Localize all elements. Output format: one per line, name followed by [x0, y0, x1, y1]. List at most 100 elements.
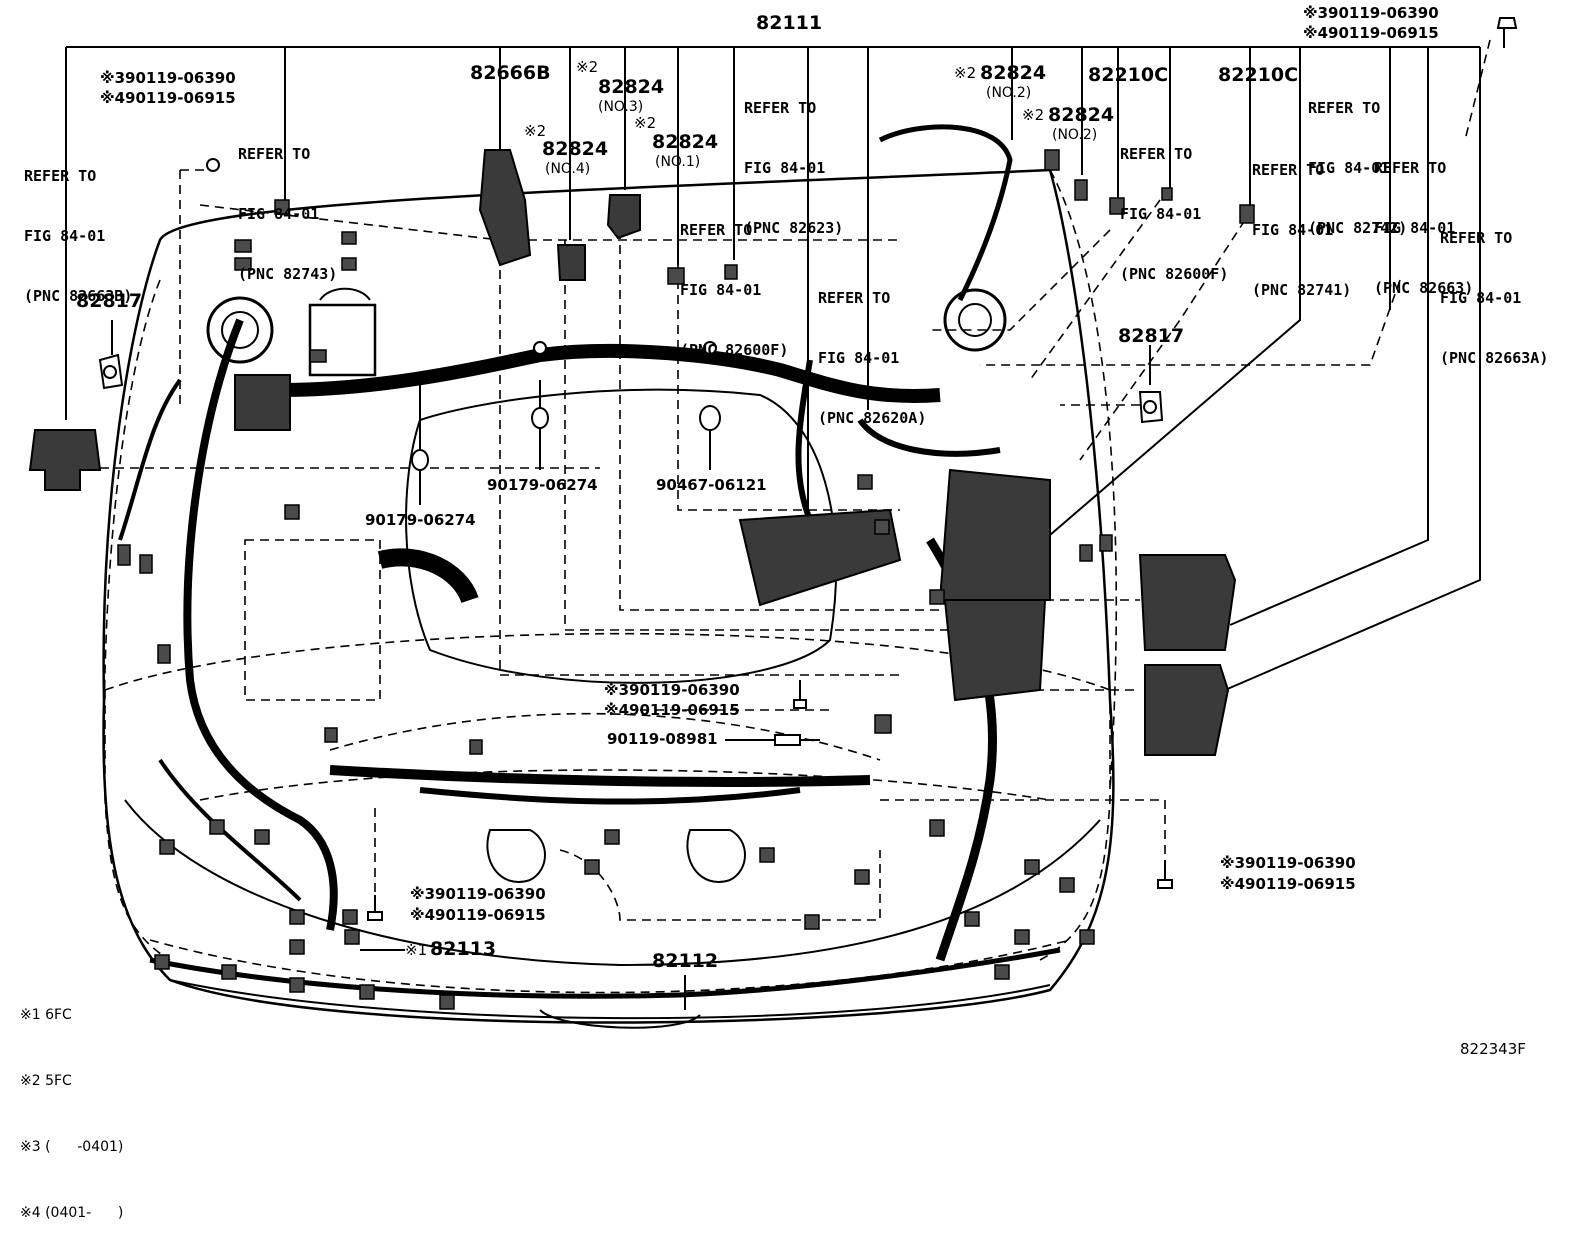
mark-2-82824-no4: ※2 [524, 122, 547, 140]
pnc-82824-no3-sub: (NO.3) [598, 99, 644, 115]
small-connector [254, 829, 270, 845]
small-connector [1079, 929, 1095, 945]
bolt-d-3-label: ※390119-06390 [1220, 854, 1356, 872]
small-connector [1109, 197, 1125, 215]
small-connector [139, 554, 153, 574]
relay-left [234, 374, 291, 431]
small-connector [759, 847, 775, 863]
small-connector [469, 739, 483, 755]
harness-branch-b [857, 418, 1001, 457]
engine-wire-harness-diagram [28, 17, 1518, 1029]
harness-left-branch [118, 378, 182, 541]
small-connector [284, 504, 300, 520]
bolt-left-low [367, 895, 383, 921]
pnc-82210C-a: 82210C [1088, 64, 1169, 86]
connector-82663B [28, 429, 102, 491]
small-connector [274, 199, 290, 215]
pnc-82824-no1: 82824 [652, 131, 719, 153]
grommet-b-label: 90179-06274 [365, 511, 476, 529]
body-outline [102, 168, 1115, 1024]
engine-cover [405, 388, 838, 684]
grommet-90179-a [531, 407, 549, 429]
bolt-e-4-label: ※490119-06915 [410, 906, 546, 924]
harness-front [329, 765, 871, 787]
small-connector [117, 544, 131, 566]
small-connector [1099, 534, 1113, 552]
harness-main-top [279, 344, 941, 403]
small-connector [804, 914, 820, 930]
small-connector [234, 239, 252, 253]
mark-2-82824-no1: ※2 [634, 114, 657, 132]
bolt-right-low [1157, 860, 1173, 889]
mark-2-82824-no2a: ※2 [954, 64, 977, 82]
leader-refer-82663 [1229, 47, 1429, 626]
mark-2-82824-no3: ※2 [576, 58, 599, 76]
small-connector [289, 909, 305, 925]
refer-callout-82620A: REFER TO FIG 84-01 (PNC 82620A) [818, 289, 927, 427]
harness-front-2 [419, 787, 801, 805]
pnc-82824-no3: 82824 [598, 76, 665, 98]
refer-callout-82743: REFER TO FIG 84-01 (PNC 82743) [238, 145, 338, 283]
headlamp-right [686, 829, 746, 883]
refer-callout-82663: REFER TO FIG 84-01 (PNC 82663) [1374, 159, 1474, 297]
pnc-82824-no1-sub: (NO.1) [655, 154, 701, 170]
small-connector [994, 964, 1010, 980]
pnc-82824-no2b-sub: (NO.2) [1052, 127, 1098, 143]
grommet-a-label: 90179-06274 [487, 476, 598, 494]
bumper-lower [169, 979, 1051, 1020]
small-connector [929, 589, 945, 605]
small-connector [289, 939, 305, 955]
pnc-82824-no2b: 82824 [1048, 104, 1115, 126]
small-connector [1044, 149, 1060, 171]
pnc-82824-no2a-sub: (NO.2) [986, 85, 1032, 101]
ecu-box [738, 508, 902, 607]
reservoir-neck [319, 287, 371, 301]
bolt-e-3-label: ※390119-06390 [410, 885, 546, 903]
small-connector [341, 257, 357, 271]
bolt-b-4-label: ※490119-06915 [1303, 24, 1439, 42]
bolt-c-4-label: ※490119-06915 [604, 701, 740, 719]
mark-2-82824-no2b: ※2 [1022, 106, 1045, 124]
connector-82824-no4 [556, 244, 586, 281]
small-connector [857, 474, 873, 490]
pnc-82817-left: 82817 [76, 290, 143, 312]
pnc-82824-no4-sub: (NO.4) [545, 161, 591, 177]
small-connector [1239, 204, 1255, 224]
headlamp-left [486, 829, 546, 883]
harness-left-lower [158, 758, 302, 902]
harness-branch-a [795, 359, 813, 522]
air-intake-hose [377, 548, 479, 604]
grommet-c-label: 90467-06121 [656, 476, 767, 494]
small-connector [154, 954, 170, 970]
figure-number: 822343F [1460, 1040, 1526, 1058]
bumper-outline [124, 799, 1101, 967]
small-connector [667, 267, 685, 285]
connector-82666B [478, 149, 532, 267]
small-connector [724, 264, 738, 280]
grommet-top-b [703, 341, 717, 355]
bolt-a-3-label: ※390119-06390 [100, 69, 236, 87]
bolt-90119-08981 [774, 734, 820, 746]
small-connector [874, 714, 892, 734]
pnc-82824-no4: 82824 [542, 138, 609, 160]
small-connector [584, 859, 600, 875]
bolt-d-4-label: ※490119-06915 [1220, 875, 1356, 893]
refer-callout-82600F-a: REFER TO FIG 84-01 (PNC 82600F) [680, 221, 789, 359]
relay-box-82663 [1138, 554, 1237, 651]
harness-main-left [183, 318, 338, 931]
reservoir [308, 303, 377, 377]
junction-block-lower [943, 599, 1047, 702]
small-connector [1161, 187, 1173, 201]
small-connector [1014, 929, 1030, 945]
pnc-82112: 82112 [652, 950, 719, 972]
small-connector [324, 727, 338, 743]
leader-refer-82741 [1049, 47, 1301, 536]
bolt-mid [793, 680, 807, 709]
refer-callout-82663A: REFER TO FIG 84-01 (PNC 82663A) [1440, 229, 1549, 367]
bolt-c-3-label: ※390119-06390 [604, 681, 740, 699]
small-connector [309, 349, 327, 363]
bolt-top-right [1496, 17, 1518, 29]
harness-upper-right [878, 124, 1013, 302]
small-connector [964, 911, 980, 927]
small-connector [342, 909, 358, 925]
